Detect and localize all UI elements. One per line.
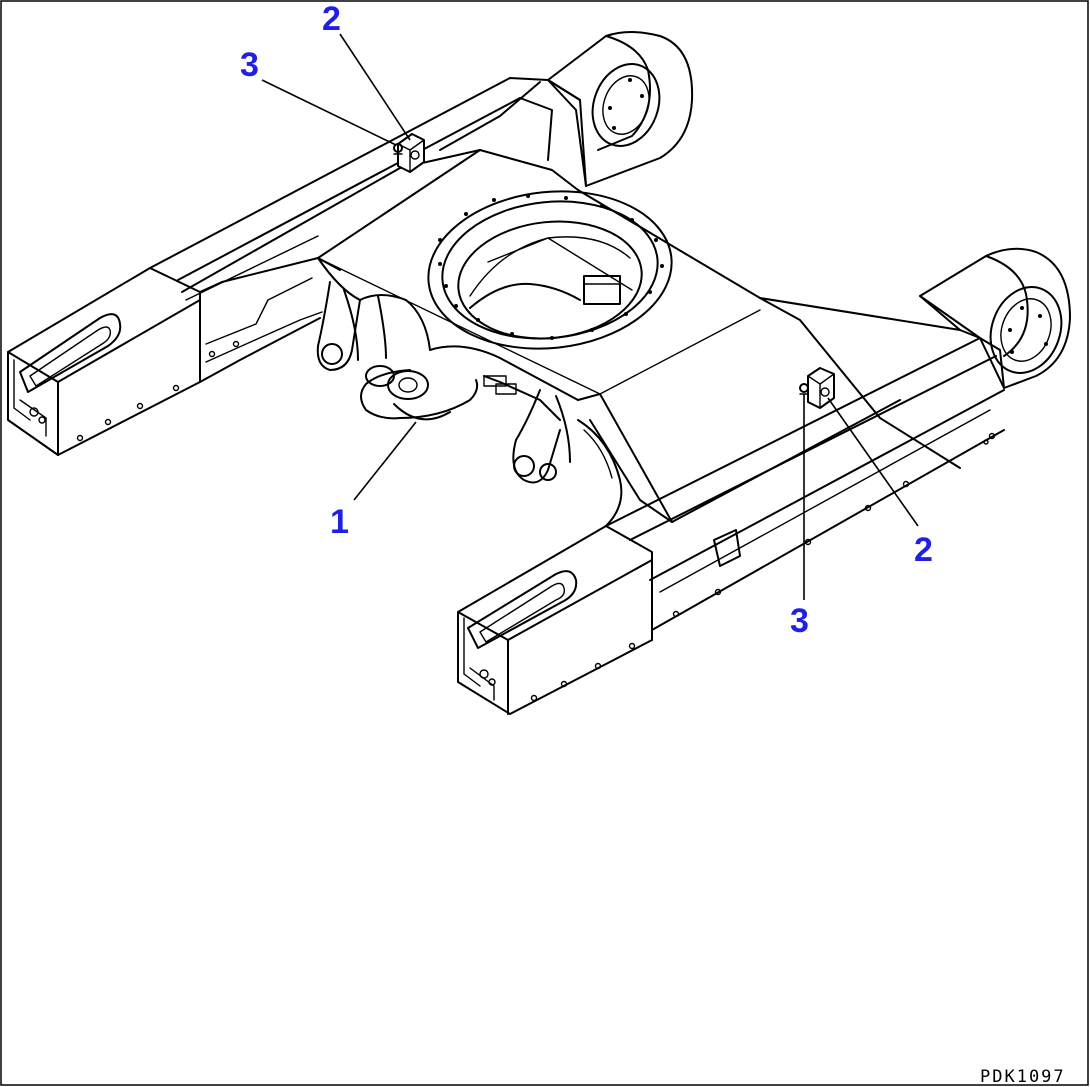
part-3-bolt-right xyxy=(799,383,809,395)
callout-1: 1 xyxy=(330,503,349,541)
callout-3-top: 3 xyxy=(240,46,259,84)
leader-2-top xyxy=(339,33,411,141)
blade-bracket-assembly xyxy=(316,257,623,527)
callout-2-top: 2 xyxy=(322,0,341,38)
leader-1 xyxy=(353,421,417,501)
drawing-id: PDK1097 xyxy=(980,1067,1066,1087)
center-frame-body xyxy=(317,81,961,523)
part-2-block-top xyxy=(397,133,425,173)
part-3-bolt-top xyxy=(393,143,403,155)
callout-3-right: 3 xyxy=(790,602,809,640)
right-track-frame xyxy=(457,337,1005,715)
leader-2-right xyxy=(827,397,919,527)
right-drive-housing xyxy=(919,247,1071,389)
part-2-block-right xyxy=(807,367,835,409)
left-drive-housing xyxy=(519,31,694,187)
leader-3-top xyxy=(261,79,397,146)
callout-2-right: 2 xyxy=(914,531,933,569)
